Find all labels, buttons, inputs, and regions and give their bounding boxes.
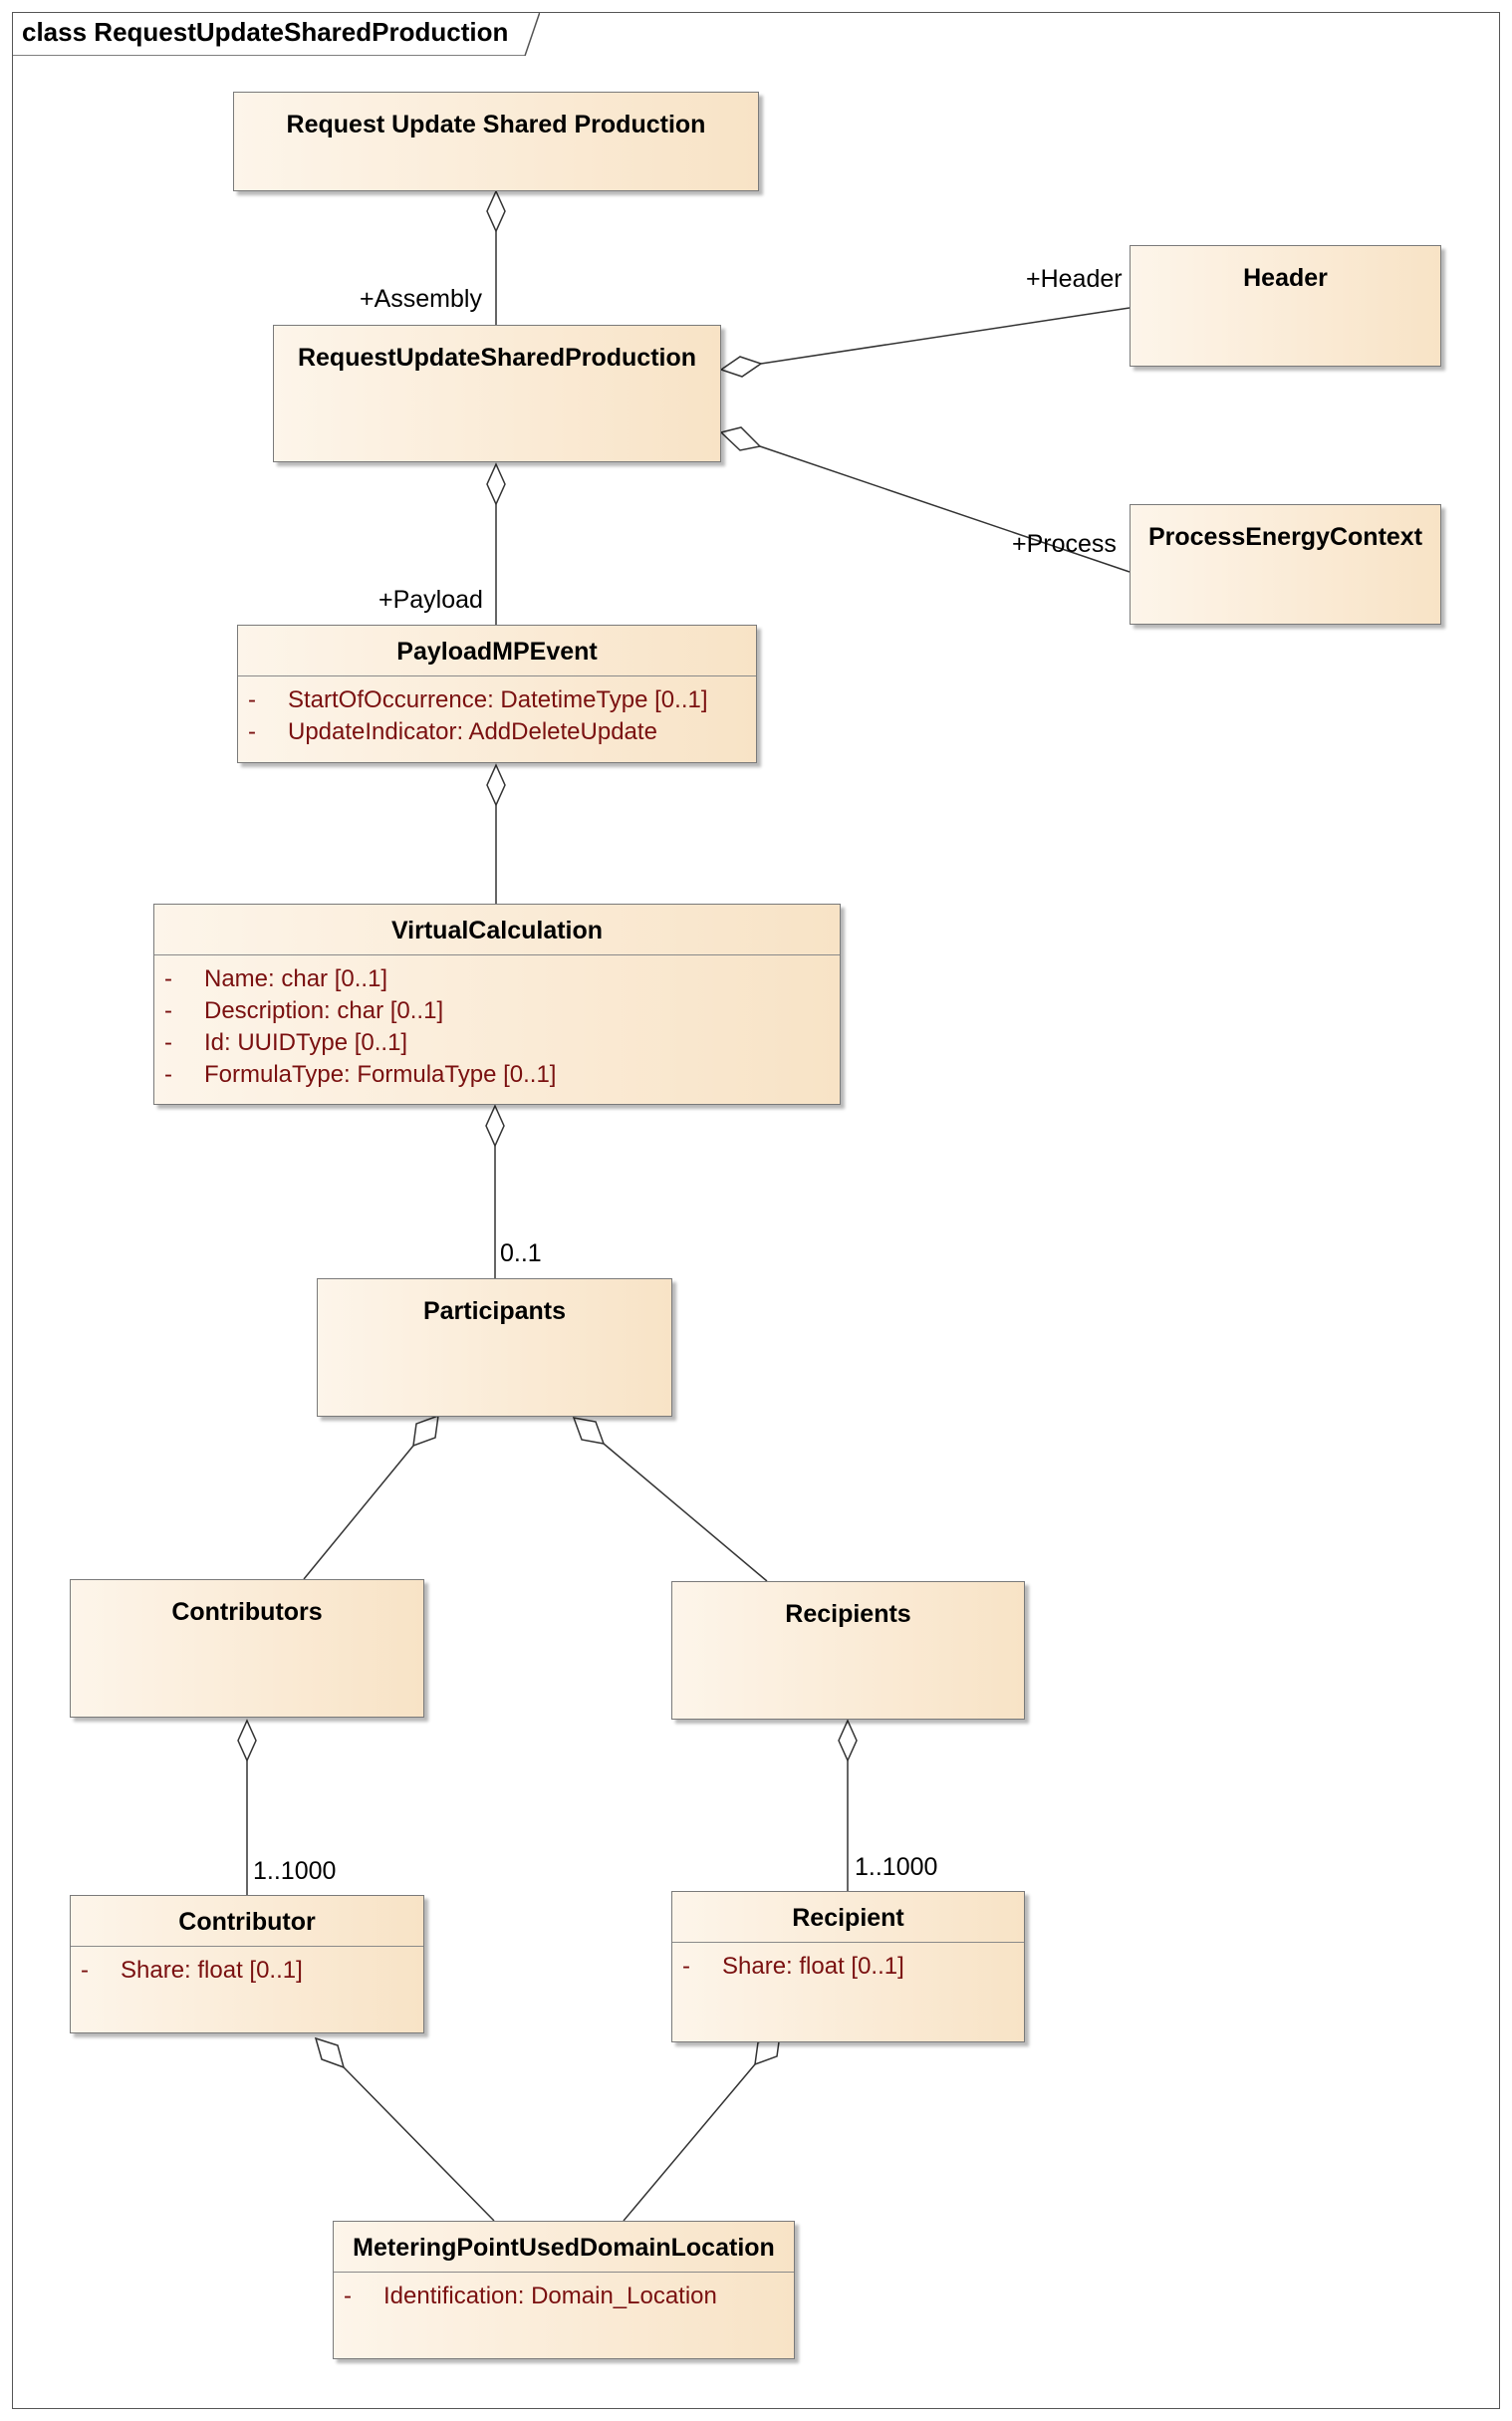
- role-label-process: +Process: [1012, 530, 1117, 558]
- class-name: Recipients: [785, 1600, 911, 1628]
- attribute: - Share: float [0..1]: [672, 1951, 1024, 1983]
- recipients-association: [603, 1443, 768, 1582]
- attribute-text: Id: UUIDType [0..1]: [204, 1029, 408, 1056]
- class-name: ProcessEnergyContext: [1147, 523, 1423, 551]
- attribute-visibility: -: [344, 2283, 352, 2309]
- aggregation-diamond: [486, 189, 506, 233]
- attribute: - StartOfOccurrence: DatetimeType [0..1]: [238, 684, 756, 716]
- class-name: VirtualCalculation: [154, 905, 840, 955]
- aggregation-diamond: [719, 426, 762, 451]
- attribute-visibility: -: [164, 965, 172, 992]
- class-name: Participants: [422, 1297, 567, 1325]
- class-virtual-calculation[interactable]: VirtualCalculation - Name: char [0..1] - D…: [153, 904, 841, 1105]
- aggregation-diamond: [486, 763, 506, 807]
- attribute: - Share: float [0..1]: [71, 1955, 423, 1987]
- attribute-text: FormulaType: FormulaType [0..1]: [204, 1061, 557, 1088]
- attribute-list: - Identification: Domain_Location: [334, 2273, 794, 2312]
- aggregation-diamond: [572, 1417, 606, 1445]
- attribute-visibility: -: [164, 1029, 172, 1056]
- class-contributor[interactable]: Contributor - Share: float [0..1]: [70, 1895, 424, 2033]
- attribute-visibility: -: [164, 1061, 172, 1088]
- attribute-text: Identification: Domain_Location: [383, 2283, 717, 2309]
- attribute-list: -StartOfOccurrence: DatetimeType [0..1] …: [238, 676, 756, 748]
- attribute-list: - Share: float [0..1]: [672, 1943, 1024, 1983]
- aggregation-diamond: [314, 2036, 346, 2069]
- attribute-visibility: -: [164, 997, 172, 1024]
- attribute-text: UpdateIndicator: AddDeleteUpdate: [288, 718, 657, 745]
- role-label-header: +Header: [1026, 265, 1123, 293]
- class-name: RequestUpdateSharedProduction: [297, 344, 697, 372]
- attribute-visibility: -: [248, 718, 256, 745]
- class-name: Contributors: [171, 1598, 323, 1626]
- diagram-frame: [12, 12, 1500, 2409]
- process-association: [759, 445, 1131, 573]
- attribute: - Identification: Domain_Location: [334, 2281, 794, 2312]
- attribute-visibility: -: [682, 1953, 690, 1980]
- attribute: - UpdateIndicator: AddDeleteUpdate: [238, 716, 756, 748]
- aggregation-diamond: [719, 356, 763, 378]
- attribute-visibility: -: [81, 1957, 89, 1984]
- class-request-update-shared-production-assembly[interactable]: RequestUpdateSharedProduction: [273, 325, 721, 462]
- aggregation-diamond: [486, 462, 506, 506]
- class-name: Contributor: [71, 1896, 423, 1947]
- frame-title-tab: [12, 12, 540, 56]
- attribute-list: - Share: float [0..1]: [71, 1947, 423, 1987]
- class-request-update-shared-production[interactable]: Request Update Shared Production: [233, 92, 759, 191]
- class-recipients[interactable]: Recipients: [671, 1581, 1025, 1720]
- attribute-text: Description: char [0..1]: [204, 997, 444, 1024]
- class-process-energy-context[interactable]: ProcessEnergyContext: [1130, 504, 1441, 625]
- aggregation-diamond: [485, 1104, 505, 1148]
- aggregation-diamond: [838, 1719, 858, 1762]
- class-metering-point-used-domain-location[interactable]: MeteringPointUsedDomainLocation - Identif…: [333, 2221, 795, 2359]
- role-label-assembly: +Assembly: [360, 285, 482, 313]
- class-name: Request Update Shared Production: [286, 111, 706, 138]
- class-name: Recipient: [672, 1892, 1024, 1943]
- aggregation-diamond: [412, 1414, 439, 1448]
- recipient-location-association: [623, 2063, 756, 2222]
- attribute: - Description: char [0..1]: [154, 995, 840, 1027]
- attribute-text: StartOfOccurrence: DatetimeType [0..1]: [288, 686, 708, 713]
- class-contributors[interactable]: Contributors: [70, 1579, 424, 1718]
- frame-title: class RequestUpdateSharedProduction: [22, 17, 509, 47]
- multiplicity-recipient: 1..1000: [855, 1853, 938, 1881]
- attribute: - FormulaType: FormulaType [0..1]: [154, 1059, 840, 1091]
- class-participants[interactable]: Participants: [317, 1278, 672, 1417]
- attribute-text: Share: float [0..1]: [722, 1953, 904, 1980]
- contributor-location-association: [343, 2066, 495, 2222]
- class-name: MeteringPointUsedDomainLocation: [334, 2222, 794, 2273]
- multiplicity-contributor: 1..1000: [253, 1857, 337, 1885]
- class-name: Header: [1243, 264, 1328, 292]
- multiplicity-participants: 0..1: [500, 1239, 542, 1267]
- class-payload-mp-event[interactable]: PayloadMPEvent - StartOfOccurrence: Datet…: [237, 625, 757, 763]
- attribute: - Id: UUIDType [0..1]: [154, 1027, 840, 1059]
- attribute-visibility: -: [248, 686, 256, 713]
- header-association: [760, 307, 1131, 365]
- attribute-text: Name: char [0..1]: [204, 965, 388, 992]
- contributors-association: [303, 1445, 414, 1580]
- class-recipient[interactable]: Recipient - Share: float [0..1]: [671, 1891, 1025, 2042]
- aggregation-diamond: [237, 1719, 257, 1762]
- class-header[interactable]: Header: [1130, 245, 1441, 367]
- class-name: PayloadMPEvent: [238, 626, 756, 676]
- attribute: - Name: char [0..1]: [154, 963, 840, 995]
- attribute-list: - Name: char [0..1] - Description: char [0…: [154, 955, 840, 1091]
- role-label-payload: +Payload: [378, 586, 483, 614]
- attribute-text: Share: float [0..1]: [121, 1957, 303, 1984]
